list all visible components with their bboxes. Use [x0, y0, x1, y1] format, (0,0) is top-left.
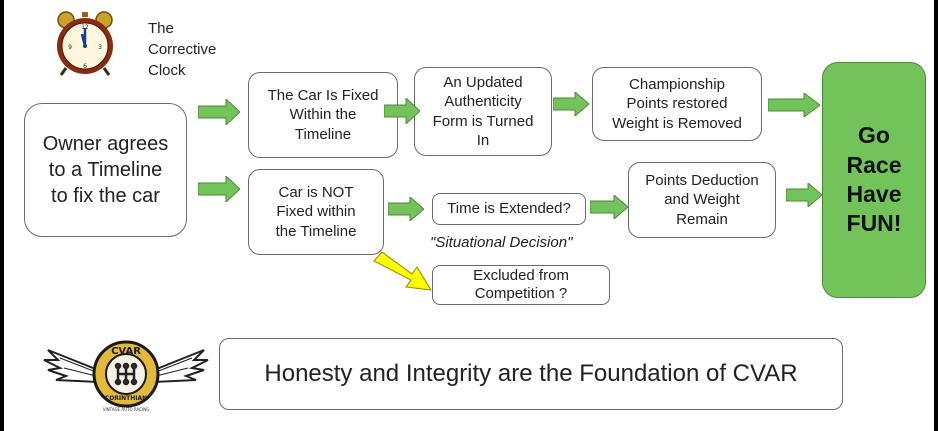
arrow-to-not-fixed [198, 176, 240, 202]
alarm-clock-icon: 12 3 6 9 [57, 11, 113, 76]
championship-box: Championship Points restored Weight is R… [592, 67, 762, 141]
arrow-to-points-deduction [590, 195, 628, 219]
svg-text:3: 3 [98, 44, 102, 51]
points-deduction-box: Points Deduction and Weight Remain [628, 162, 776, 238]
car-not-fixed-box: Car is NOT Fixed within the Timeline [248, 169, 384, 255]
arrow-to-go-race-top [768, 93, 820, 117]
logo-bottom-text: CORINTHIAN [105, 395, 147, 402]
arrow-to-go-race-bottom [786, 183, 822, 207]
owner-agrees-box: Owner agrees to a Timeline to fix the ca… [24, 103, 187, 237]
arrow-to-time-extended [388, 197, 424, 221]
go-race-box: Go Race Have FUN! [822, 62, 926, 298]
arrow-to-excluded [373, 252, 432, 291]
cvar-winged-logo-icon: CVAR CORINTHIAN VINTAGE AUTO RACING [43, 340, 209, 412]
car-fixed-box: The Car Is Fixed Within the Timeline [248, 72, 398, 158]
arrow-to-updated-form [384, 98, 420, 124]
right-border [934, 0, 938, 431]
arrow-to-championship [553, 92, 589, 116]
svg-text:6: 6 [83, 63, 87, 70]
situational-decision-label: "Situational Decision" [430, 234, 573, 251]
updated-form-box: An Updated Authenticity Form is Turned I… [414, 67, 552, 156]
logo-top-text: CVAR [111, 346, 141, 357]
footer-banner: Honesty and Integrity are the Foundation… [219, 338, 843, 410]
excluded-box: Excluded from Competition ? [432, 265, 610, 305]
arrow-to-fixed [198, 99, 240, 125]
svg-text:9: 9 [68, 44, 72, 51]
clock-caption: The Corrective Clock [148, 20, 217, 79]
logo-sub-text: VINTAGE AUTO RACING [103, 407, 149, 412]
svg-text:12: 12 [81, 24, 89, 31]
left-border [0, 0, 4, 431]
time-extended-box: Time is Extended? [432, 193, 586, 225]
